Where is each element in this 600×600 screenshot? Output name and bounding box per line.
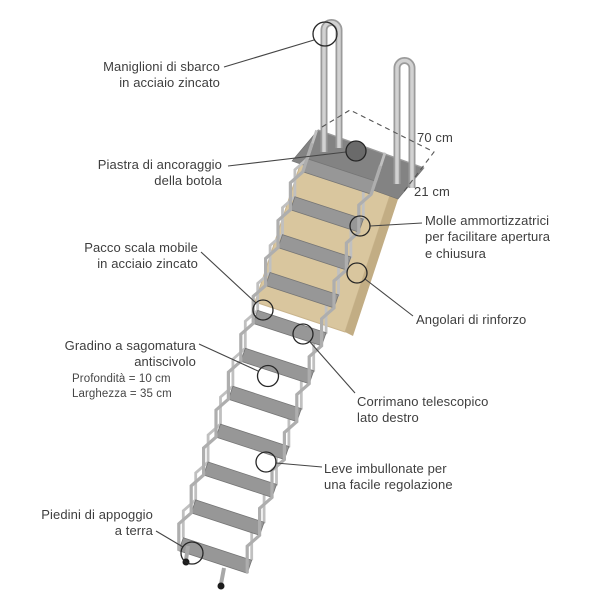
handrail-left: [320, 19, 343, 152]
ladder-step: [252, 309, 327, 347]
foot-right-tip: [217, 582, 225, 590]
label-corrimano: Corrimano telescopico lato destro: [357, 394, 489, 426]
handrail-left-highlight: [322, 20, 341, 152]
callout-circle-piedini: [180, 541, 204, 565]
callout-circle-molle: [349, 215, 371, 237]
label-piastra: Piastra di ancoraggio della botola: [97, 157, 222, 189]
callout-circle-corrimano: [292, 323, 314, 345]
label-gradino: Gradino a sagomatura antiscivolo: [64, 338, 196, 370]
callout-circle-gradino: [256, 364, 280, 388]
label-pacco: Pacco scala mobile in acciaio zincato: [84, 240, 198, 272]
leader-piastra: [227, 151, 347, 167]
foot-left-post: [184, 545, 190, 561]
leader-piedini: [155, 530, 184, 548]
label-dim-width: 70 cm: [417, 130, 453, 145]
callout-circle-leve: [255, 451, 277, 473]
label-molle: Molle ammortizzatrici per facilitare ape…: [425, 213, 551, 261]
leader-corrimano: [309, 341, 356, 394]
callout-circle-angolari: [346, 262, 368, 284]
callout-circle-maniglioni: [312, 21, 338, 47]
label-leve: Leve imbullonate per una facile regolazi…: [324, 461, 453, 493]
label-maniglioni: Maniglioni di sbarco in acciaio zincato: [103, 59, 220, 91]
ladder-step: [178, 537, 253, 574]
ladder-step: [277, 234, 352, 271]
leader-angolari: [364, 278, 414, 317]
ladder-step: [289, 196, 364, 233]
leader-maniglioni: [223, 39, 315, 68]
ladder-side-right-front: [245, 165, 383, 574]
dimension-dashed-line: [321, 109, 435, 195]
handrail-right-highlight: [395, 58, 414, 188]
leader-lines: [155, 39, 423, 548]
handrail-right: [393, 57, 416, 188]
dimension-lines: [321, 109, 435, 195]
ladder-step: [240, 347, 315, 385]
label-gradino-specs: Profondità = 10 cm Larghezza = 35 cm: [72, 373, 172, 400]
ladder-side-left-back: [181, 129, 318, 538]
leader-gradino: [198, 343, 259, 372]
label-dim-depth: 21 cm: [414, 184, 450, 199]
ladder-steps: [178, 158, 377, 574]
foot-right-post: [219, 567, 226, 585]
ladder-step: [265, 271, 340, 309]
label-angolari: Angolari di rinforzo: [416, 312, 527, 327]
hatch-panel-edge: [345, 180, 403, 336]
leader-pacco: [200, 251, 257, 304]
ladder: [177, 129, 387, 574]
ladder-step: [190, 499, 265, 536]
callout-circles: [180, 21, 371, 565]
ladder-side-left-front: [177, 142, 314, 551]
ladder-step: [227, 385, 302, 423]
label-piedini: Piedini di appoggio a terra: [41, 507, 153, 539]
leader-molle: [369, 222, 423, 227]
callout-circle-pacco: [252, 299, 274, 321]
leader-leve: [275, 462, 323, 468]
ladder-step: [215, 423, 290, 461]
callout-circle-piastra: [345, 140, 367, 162]
handrail-left-tube: [320, 19, 343, 152]
ladder-step: [203, 461, 278, 498]
